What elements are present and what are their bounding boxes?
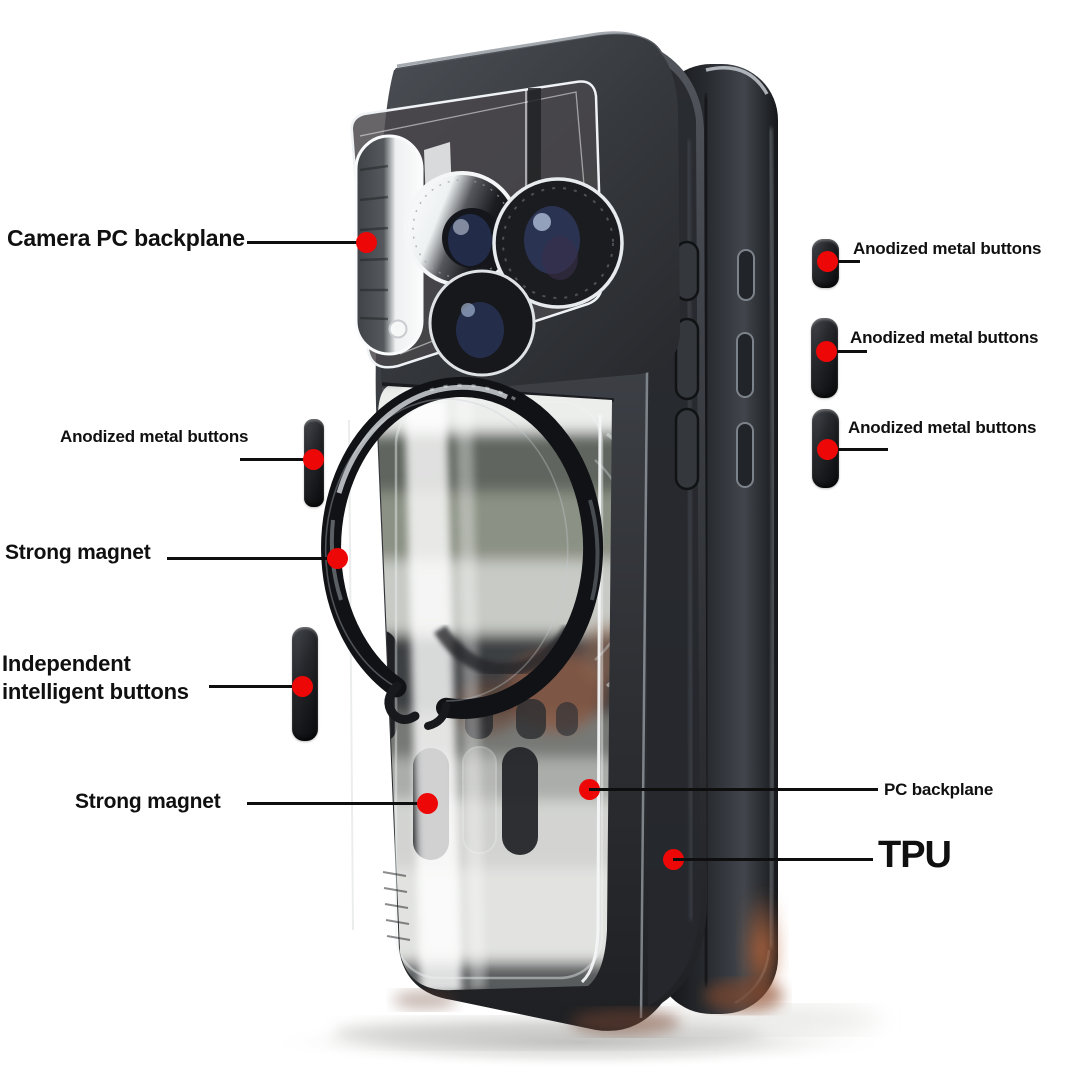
- callout-line: [209, 685, 304, 688]
- callout-dot: [817, 251, 838, 272]
- callout-line: [247, 241, 367, 244]
- callout-label: Camera PC backplane: [7, 225, 245, 251]
- camera-module: [350, 34, 680, 406]
- callout-label: Anodized metal buttons: [848, 418, 1037, 437]
- callout-line: [837, 350, 867, 353]
- callout-dot: [292, 676, 313, 697]
- callout-label-line2: intelligent buttons: [2, 679, 189, 704]
- callout-label-line1: Independent: [2, 651, 131, 676]
- callout-dot: [817, 439, 838, 460]
- camera-lens-1: [404, 171, 520, 287]
- callout-dot: [327, 548, 348, 569]
- callout-label: Anodized metal buttons: [60, 427, 249, 446]
- callout-line: [240, 458, 314, 461]
- frame-ribs: [382, 871, 411, 941]
- callout-line: [838, 260, 860, 263]
- callout-label: PC backplane: [884, 780, 994, 799]
- camera-lens-2: [492, 177, 624, 309]
- callout-label: Anodized metal buttons: [850, 328, 1039, 347]
- camera-flash: [388, 319, 408, 339]
- rear-case-buttons: [736, 249, 755, 488]
- callout-label: TPU: [878, 834, 952, 876]
- callout-dot: [356, 232, 377, 253]
- callout-label: Independent intelligent buttons: [2, 650, 189, 706]
- callout-line: [247, 802, 428, 805]
- callout-line: [589, 788, 878, 791]
- callout-label: Anodized metal buttons: [853, 239, 1042, 258]
- callout-line: [673, 858, 873, 861]
- callout-line: [838, 448, 888, 451]
- callout-line: [167, 557, 339, 560]
- side-button-cutouts: [674, 240, 700, 491]
- callout-dot: [816, 341, 837, 362]
- callout-label: Strong magnet: [5, 541, 151, 564]
- callout-dot: [303, 449, 324, 470]
- camera-lens-3: [428, 269, 536, 377]
- callout-label: Strong magnet: [75, 790, 221, 813]
- callout-dot: [417, 793, 438, 814]
